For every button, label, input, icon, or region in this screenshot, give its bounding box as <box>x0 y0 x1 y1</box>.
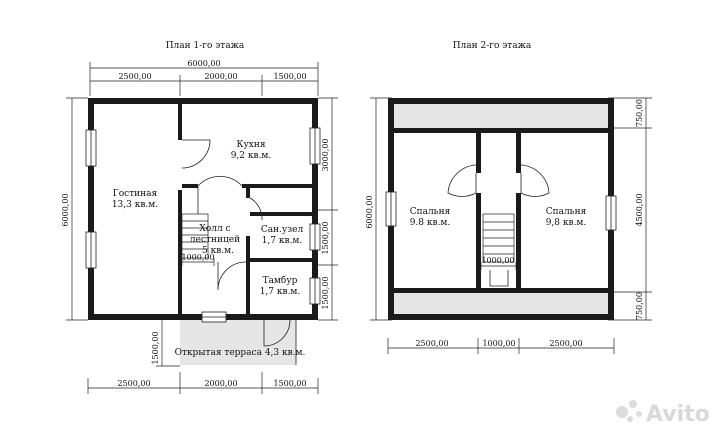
floor1-stair-dim: 1000,00 <box>181 253 214 262</box>
floor1-dim-top-3: 1500,00 <box>273 72 306 81</box>
floor2-doors <box>447 164 550 197</box>
floor1-dim-bottom-2: 2000,00 <box>204 379 237 388</box>
floor1-dim-right-3: 1500,00 <box>321 276 330 309</box>
floor1-dim-top-1: 2500,00 <box>118 72 151 81</box>
floor2-dim-left-label: 6000,00 <box>365 195 374 228</box>
floor2-dim-bottom-3: 2500,00 <box>549 339 582 348</box>
room-bedroom-right-area: 9,8 кв.м. <box>546 218 587 228</box>
room-vestibule-name: Тамбур <box>263 275 298 286</box>
floor1-dim-top-2: 2000,00 <box>204 72 237 81</box>
floor2-stairs: 1000,00 <box>480 213 517 287</box>
watermark-text: Avito <box>646 402 710 427</box>
floor1-dim-bottom-1: 2500,00 <box>117 379 150 388</box>
floor1-dims-bottom: 2500,00 2000,00 1500,00 <box>87 372 319 394</box>
floor2-stair-dim: 1000,00 <box>481 256 514 265</box>
room-bath-name: Сан.узел <box>261 225 304 235</box>
floor1-dims-right: 3000,00 1500,00 1500,00 <box>318 97 338 321</box>
floor2-dim-bottom-2: 1000,00 <box>482 339 515 348</box>
floor2-dims-right: 750,00 4500,00 750,00 <box>608 97 652 321</box>
floor1-dim-right-2: 1500,00 <box>321 221 330 254</box>
floor1-dim-terrace-label: 1500,00 <box>151 331 160 364</box>
room-kitchen-area: 9,2 кв.м. <box>231 151 272 161</box>
room-kitchen-name: Кухня <box>236 140 265 150</box>
room-living-area: 13,3 кв.м. <box>112 200 158 210</box>
floor1-title: План 1-го этажа <box>166 41 245 51</box>
floor1-dim-left-label: 6000,00 <box>61 193 70 226</box>
floor2-title: План 2-го этажа <box>453 41 532 51</box>
floor1-dim-right-1: 3000,00 <box>321 138 330 171</box>
floor1-windows <box>85 127 321 323</box>
floor1-dims-top: 6000,00 2500,00 2000,00 1500,00 <box>89 59 319 96</box>
floor1-plan: План 1-го этажа 6000,00 2500,00 2000,00 … <box>61 41 338 394</box>
floor2-dim-right-3: 750,00 <box>635 292 644 320</box>
room-bedroom-right-name: Спальня <box>546 207 587 217</box>
floor1-dim-left: 6000,00 <box>61 97 88 321</box>
room-hall-area: 5 кв.м. <box>202 246 234 256</box>
floor2-plan: План 2-го этажа 6000,00 750,00 4500,00 7… <box>365 41 652 354</box>
room-vestibule-area: 1,7 кв.м. <box>260 287 301 297</box>
room-hall-name2: лестницей <box>190 235 240 245</box>
avito-dots-icon <box>616 400 642 422</box>
room-hall-name: Холл с <box>199 224 230 234</box>
room-terrace-name: Открытая терраса 4,3 кв.м. <box>175 348 306 358</box>
floor1-dim-top-total: 6000,00 <box>187 59 220 68</box>
floor1-dim-terrace: 1500,00 <box>151 320 180 367</box>
floor2-dim-right-2: 4500,00 <box>635 193 644 226</box>
floor1-stairs: 1000,00 <box>181 213 215 266</box>
terrace-area <box>180 320 296 365</box>
floor2-dim-bottom-1: 2500,00 <box>415 339 448 348</box>
floor2-dim-right-1: 750,00 <box>635 99 644 127</box>
room-living-name: Гостиная <box>113 189 158 199</box>
watermark: Avito <box>616 400 710 427</box>
floor2-bottom-strip <box>394 292 608 314</box>
room-bedroom-left-name: Спальня <box>410 207 451 217</box>
floor2-windows <box>385 191 617 231</box>
floor2-dims-bottom: 2500,00 1000,00 2500,00 <box>387 338 615 354</box>
floor1-dim-bottom-3: 1500,00 <box>273 379 306 388</box>
room-bedroom-left-area: 9.8 кв.м. <box>410 218 451 228</box>
room-bath-area: 1,7 кв.м. <box>262 236 303 246</box>
floor2-top-strip <box>394 104 608 128</box>
floor1-doors <box>181 139 291 347</box>
